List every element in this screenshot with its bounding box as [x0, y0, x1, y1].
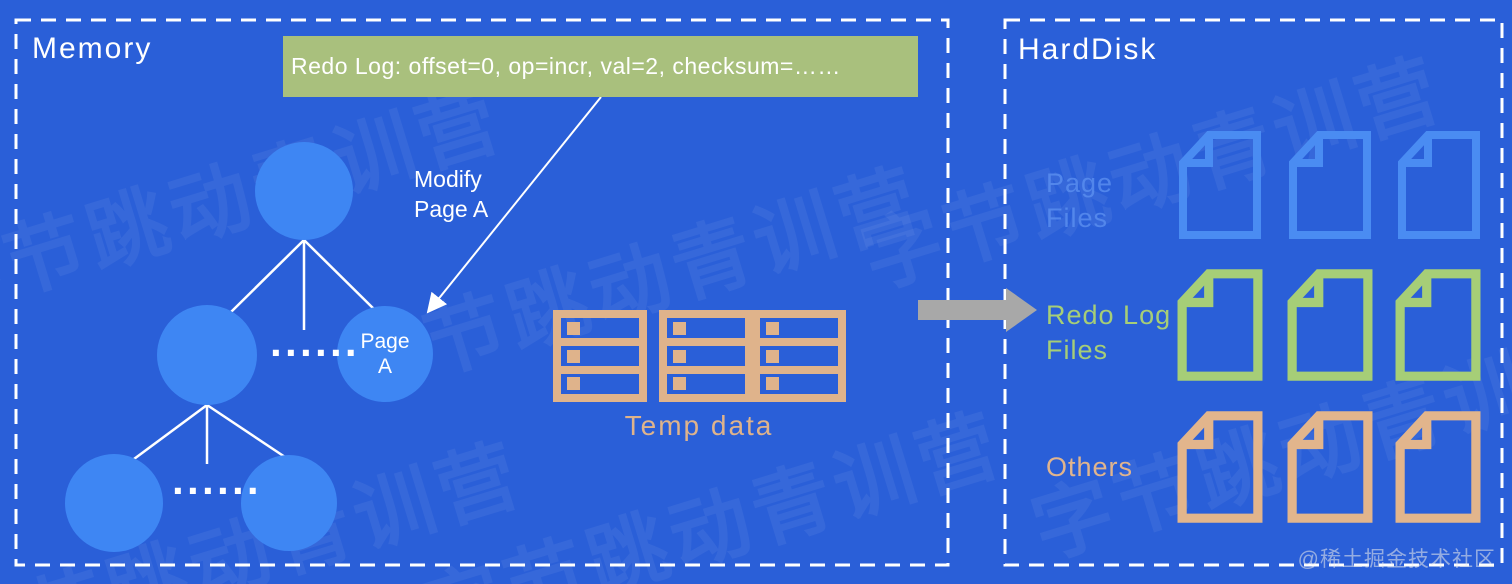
harddisk-box-title: HardDisk	[1018, 33, 1158, 66]
page-a-label-line1: Page	[360, 330, 410, 353]
banner-to-page-a-arrow	[426, 96, 602, 314]
tree-mid-left-node	[157, 305, 257, 405]
page-files-label-line2: Files	[1046, 203, 1109, 233]
server-rack-icon	[752, 310, 846, 402]
page-file-icon	[1289, 131, 1371, 239]
redo-log-files-label: Redo Log Files	[1046, 298, 1171, 368]
memory-box-border	[14, 18, 950, 567]
page-a-label-line2: A	[377, 355, 392, 378]
redo-log-banner: Redo Log: offset=0, op=incr, val=2, chec…	[283, 36, 918, 97]
server-rack-icon	[553, 310, 647, 402]
redo-log-files-label-line1: Redo Log	[1046, 300, 1172, 330]
tree-ellipsis-bottom: ······	[172, 467, 262, 514]
redo-log-file-icon	[1287, 269, 1373, 381]
page-files-label: Page Files	[1046, 166, 1113, 236]
page-files-label-line1: Page	[1046, 168, 1114, 198]
tree-ellipsis-mid: ······	[270, 329, 360, 376]
tree-edges	[133, 239, 381, 464]
redo-log-file-icon	[1395, 269, 1481, 381]
other-file-icon	[1177, 411, 1263, 523]
tree-bottom-left-node	[65, 454, 163, 552]
community-credit-watermark: @稀土掘金技术社区	[1297, 548, 1496, 571]
tree-root-node	[255, 142, 353, 240]
others-label-line1: Others	[1046, 452, 1134, 482]
other-file-icon	[1395, 411, 1481, 523]
others-label: Others	[1046, 450, 1133, 485]
server-rack-icon	[659, 310, 753, 402]
other-file-icon	[1287, 411, 1373, 523]
modify-page-a-label: Modify Page A	[414, 166, 489, 222]
tree-page-a-node: Page A	[337, 306, 433, 402]
redo-log-file-icon	[1177, 269, 1263, 381]
tree-bottom-right-node	[241, 455, 337, 551]
harddisk-box-border	[1003, 18, 1504, 567]
page-file-icon	[1398, 131, 1480, 239]
memory-box-title: Memory	[32, 32, 153, 65]
redo-log-files-label-line2: Files	[1046, 335, 1109, 365]
temp-data-label: Temp data	[624, 410, 774, 441]
page-file-icon	[1179, 131, 1261, 239]
memory-to-harddisk-arrow	[918, 288, 1037, 332]
